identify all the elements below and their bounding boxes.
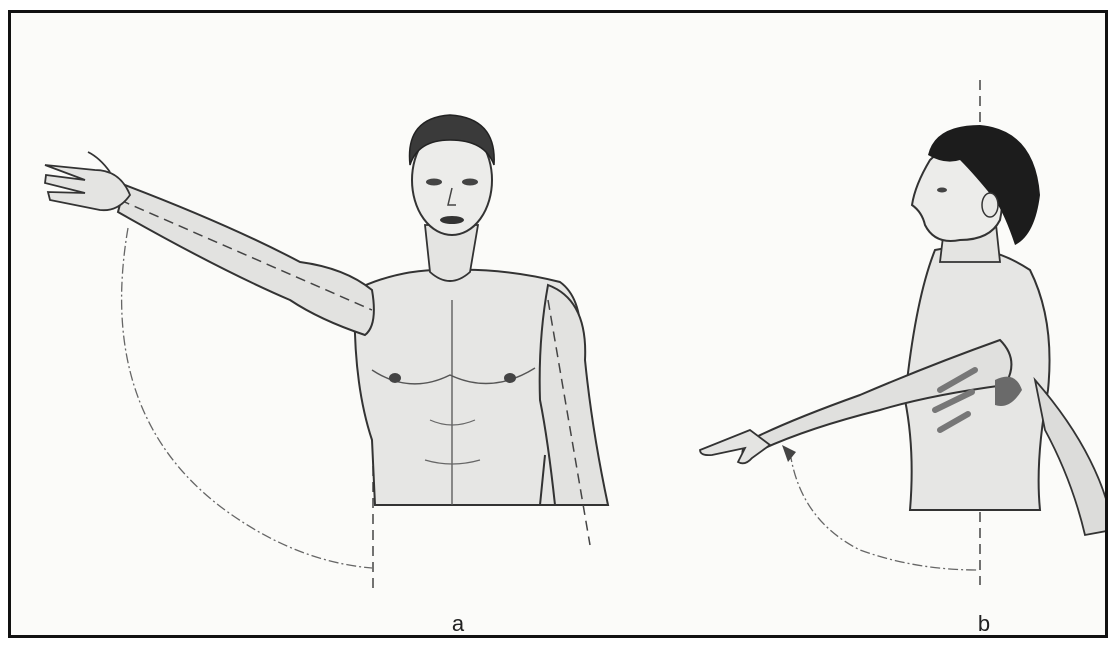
panel-b-figure xyxy=(700,80,1105,585)
panel-a-raised-arm xyxy=(118,185,374,335)
panel-a-label: a xyxy=(438,611,478,637)
panel-a-arm-line xyxy=(120,200,372,310)
panel-b-back-arm xyxy=(1035,380,1105,535)
panel-b-ear xyxy=(982,193,998,217)
panel-b-arrowhead xyxy=(782,445,796,462)
figure-frame: a b xyxy=(8,10,1108,638)
panel-a-hand xyxy=(45,165,130,210)
illustration xyxy=(11,13,1105,635)
panel-b-label: b xyxy=(964,611,1004,637)
panel-a-figure xyxy=(45,115,608,590)
